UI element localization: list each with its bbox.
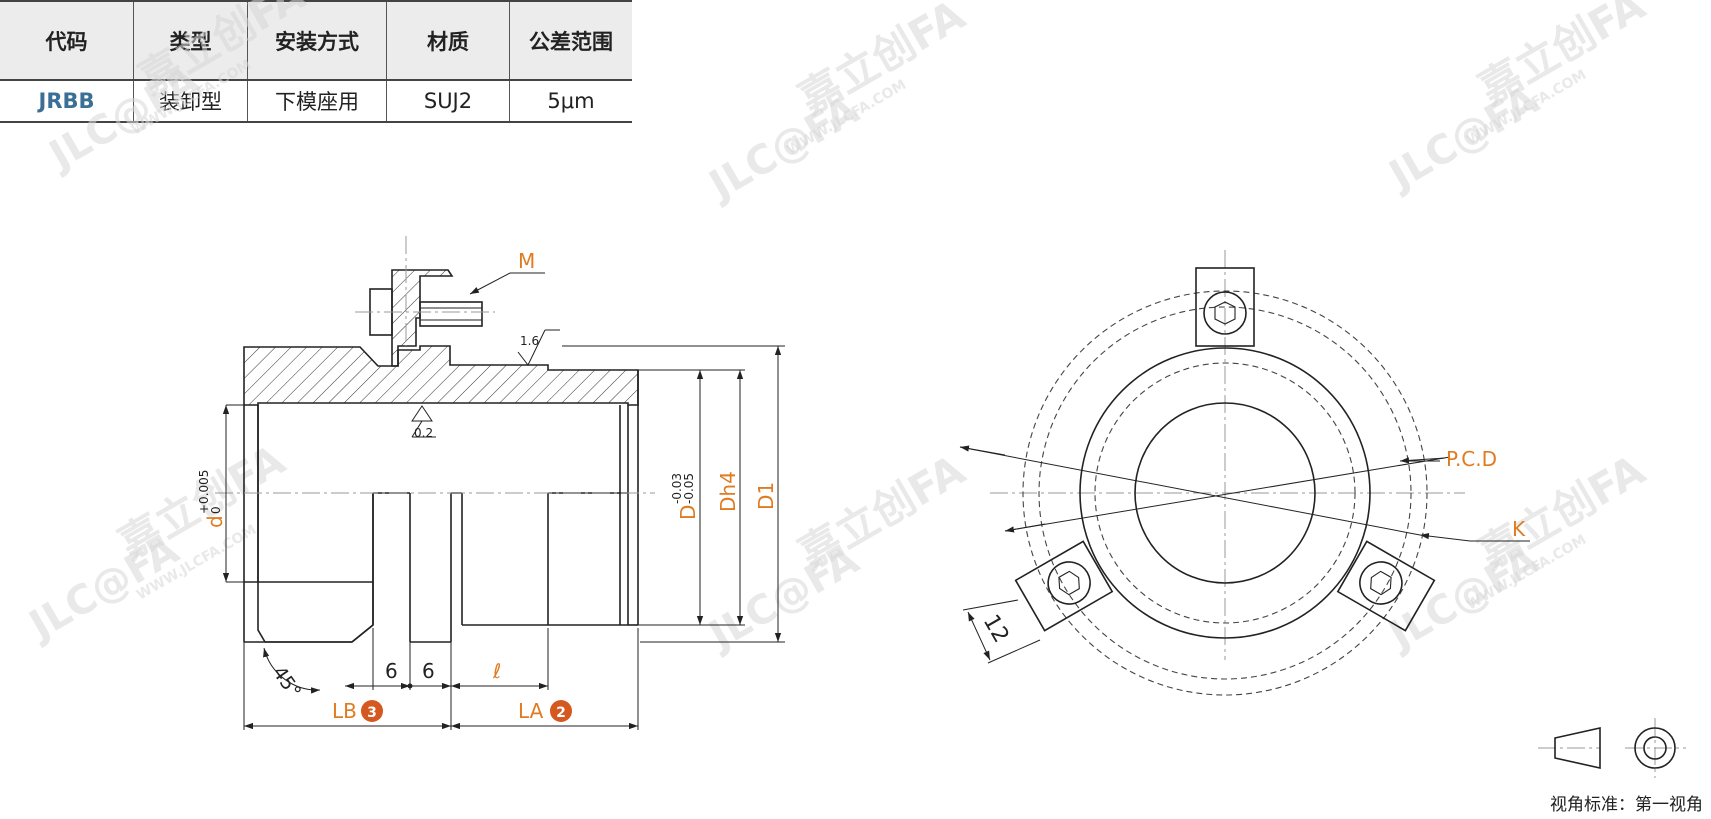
spec-data-row: JRBB 装卸型 下模座用 SUJ2 5μm <box>0 80 632 123</box>
label-big-d: D <box>676 505 700 520</box>
hidden-circle <box>1038 306 1412 680</box>
label-d1: D1 <box>754 482 778 510</box>
projection-cone <box>1554 727 1601 769</box>
badge-la-text: 2 <box>556 705 566 721</box>
angle-arc <box>263 647 321 694</box>
dim-6b: 6 <box>422 659 435 683</box>
clamp-section <box>391 269 454 367</box>
clamp-left <box>1014 540 1114 632</box>
roughness-symbol-top <box>517 329 546 366</box>
outer-flange-circle <box>1079 347 1371 639</box>
cell-material: SUJ2 <box>386 80 510 123</box>
dim-6a: 6 <box>385 659 398 683</box>
bore-circle <box>1134 402 1316 584</box>
label-dh4: Dh4 <box>716 471 740 512</box>
cell-code: JRBB <box>0 80 134 123</box>
screw-right <box>1359 561 1403 605</box>
front-view: P.C.D K 12 <box>959 250 1530 696</box>
header-code: 代码 <box>0 0 134 81</box>
header-type: 类型 <box>133 0 248 81</box>
label-l: ℓ <box>492 659 501 683</box>
projection-symbol <box>1538 718 1686 778</box>
roughness-top-value: 1.6 <box>520 334 539 348</box>
clamp-top <box>1195 267 1255 347</box>
cell-tolerance: 5μm <box>509 80 632 123</box>
header-mount: 安装方式 <box>247 0 387 81</box>
cell-mount: 下模座用 <box>247 80 387 123</box>
label-la: LA <box>518 699 544 723</box>
projection-circle-inner <box>1643 736 1667 760</box>
tol-d-lower: 0 <box>209 506 223 514</box>
watermark-cn: 嘉立创FA <box>791 445 974 579</box>
header-tolerance: 公差范围 <box>509 0 632 81</box>
sleeve-wall-section <box>243 345 639 406</box>
projection-circle-outer <box>1634 727 1676 769</box>
watermark-group: JLC@FA 嘉立创FA WWW.JLCFA.COM JLC@FA 嘉立创FA … <box>19 0 1653 660</box>
label-k: K <box>1512 517 1526 541</box>
watermark-cn: 嘉立创FA <box>1471 0 1654 114</box>
spec-table: 代码 类型 安装方式 材质 公差范围 JRBB 装卸型 下模座用 SUJ2 5μ… <box>0 0 632 123</box>
badge-la <box>550 700 572 722</box>
cell-type: 装卸型 <box>133 80 248 123</box>
sleeve-body <box>257 405 374 643</box>
spec-header-row: 代码 类型 安装方式 材质 公差范围 <box>0 0 632 81</box>
screw-top <box>1203 291 1247 335</box>
label-pcd: P.C.D <box>1446 447 1497 471</box>
tol-d-upper: +0.005 <box>197 470 211 514</box>
screw-shank <box>419 301 483 327</box>
badge-lb-text: 3 <box>367 705 377 721</box>
projection-label: 视角标准：第一视角 <box>1550 795 1703 815</box>
tol-big-d-lower: -0.05 <box>682 473 696 504</box>
roughness-symbol-inner <box>411 405 433 422</box>
screw-left <box>1047 561 1091 605</box>
label-m: M <box>518 249 535 273</box>
roughness-inner-value: 0.2 <box>414 426 433 440</box>
pcd-circle <box>1022 290 1428 696</box>
label-d: d <box>203 515 227 528</box>
badge-lb <box>361 700 383 722</box>
header-material: 材质 <box>386 0 510 81</box>
label-lb: LB <box>332 699 357 723</box>
clamp-right <box>1336 540 1436 632</box>
side-view: M 1.6 0.2 d +0.005 0 D -0.03 -0.05 <box>197 236 785 730</box>
tol-big-d-upper: -0.03 <box>670 473 684 504</box>
dim-12: 12 <box>978 611 1014 648</box>
